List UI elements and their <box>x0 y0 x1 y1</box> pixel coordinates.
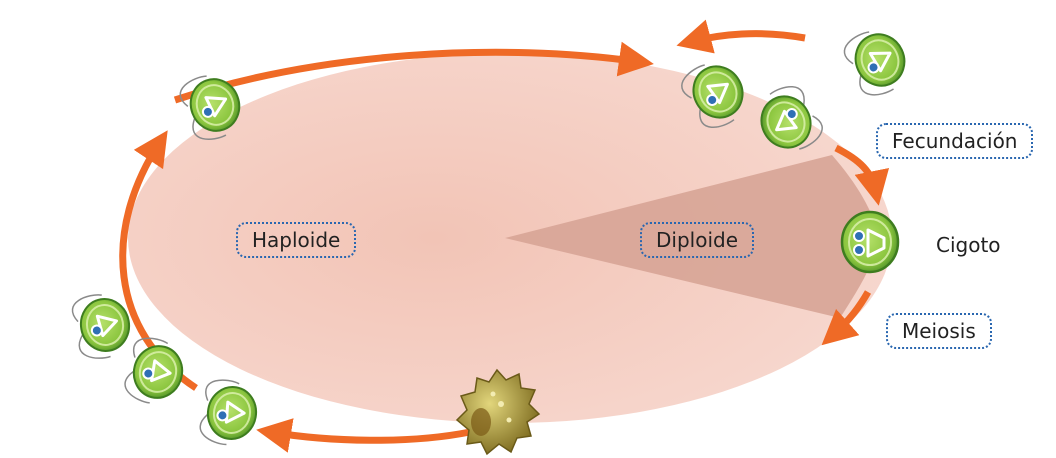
zygote-icon <box>842 212 898 272</box>
cycle-arrow-icon <box>690 34 805 42</box>
chlamydomonas-cell-icon <box>121 334 189 409</box>
meiosis-label: Meiosis <box>886 313 992 349</box>
chlamydomonas-cell-icon <box>840 21 916 101</box>
chlamydomonas-cell-icon <box>70 290 134 362</box>
fertilization-label: Fecundación <box>876 123 1033 159</box>
zygote-label: Cigoto <box>936 233 1001 257</box>
haploid-label: Haploide <box>236 222 356 258</box>
cycle-arrow-icon <box>270 432 470 440</box>
diploid-label: Diploide <box>640 222 754 258</box>
chlamydomonas-cell-icon <box>197 377 261 449</box>
